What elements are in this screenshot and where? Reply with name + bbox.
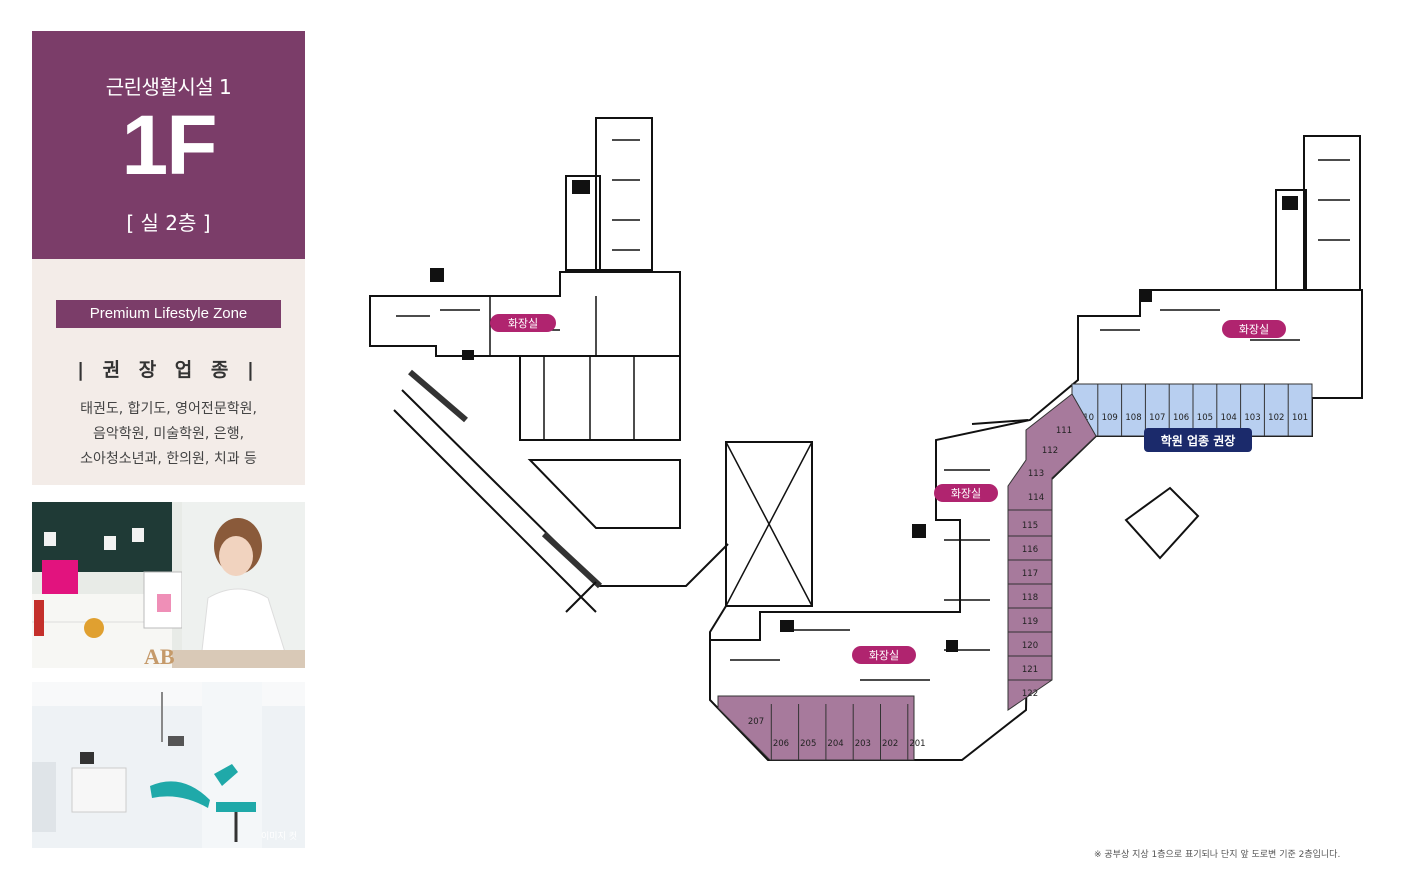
floor-header: 근린생활시설 1 1F [ 실 2층 ] bbox=[32, 31, 305, 259]
business-line: 소아청소년과, 한의원, 치과 등 bbox=[80, 451, 257, 467]
unit-number: 102 bbox=[1268, 413, 1284, 423]
academy-label: 학원 업종 권장 bbox=[1161, 433, 1236, 448]
unit-number: 204 bbox=[827, 739, 843, 749]
dental-clinic-photo: 이미지 컷 bbox=[32, 682, 305, 848]
floor-number: 1F bbox=[121, 98, 217, 192]
zone-badge: Premium Lifestyle Zone bbox=[56, 300, 281, 328]
unit-number: 120 bbox=[1022, 641, 1038, 651]
interior-walls bbox=[396, 139, 1350, 681]
facility-title: 근린생활시설 1 bbox=[105, 75, 232, 99]
dental-illustration bbox=[32, 682, 305, 848]
unit-number: 111 bbox=[1056, 426, 1072, 436]
image-caption: 이미지 컷 bbox=[261, 832, 297, 842]
unit-number: 122 bbox=[1022, 689, 1038, 699]
unit-number: 206 bbox=[773, 739, 789, 749]
restroom-label: 화장실 bbox=[1239, 323, 1269, 336]
unit-number: 117 bbox=[1022, 569, 1038, 579]
unit-number: 103 bbox=[1244, 413, 1260, 423]
restroom-label: 화장실 bbox=[869, 649, 899, 662]
unit-number: 115 bbox=[1022, 521, 1038, 531]
academy-zone-label: 학원 업종 권장 bbox=[1144, 428, 1252, 452]
unit-number: 109 bbox=[1102, 413, 1118, 423]
unit-number: 121 bbox=[1022, 665, 1038, 675]
restroom-label: 화장실 bbox=[508, 317, 538, 330]
restroom-label: 화장실 bbox=[951, 487, 981, 500]
unit-labels-diagonal: 111 112 113 114 bbox=[1028, 426, 1072, 503]
unit-number: 108 bbox=[1125, 413, 1141, 423]
unit-number: 116 bbox=[1022, 545, 1038, 555]
purple-units bbox=[717, 393, 1097, 761]
footnote: ※ 공부상 지상 1층으로 표기되나 단지 앞 도로변 기준 2층입니다. bbox=[1094, 850, 1341, 860]
recommended-business-panel: Premium Lifestyle Zone | 권 장 업 종 | 태권도, … bbox=[32, 259, 305, 485]
unit-number: 203 bbox=[855, 739, 871, 749]
unit-number: 114 bbox=[1028, 493, 1044, 503]
restroom-labels: 화장실 화장실 화장실 화장실 bbox=[490, 314, 1286, 664]
stair-blocks bbox=[430, 180, 1298, 652]
unit-number: 112 bbox=[1042, 446, 1058, 456]
unit-number: 202 bbox=[882, 739, 898, 749]
unit-number: 113 bbox=[1028, 469, 1044, 479]
unit-number: 118 bbox=[1022, 593, 1038, 603]
business-line: 태권도, 합기도, 영어전문학원, bbox=[80, 401, 257, 417]
business-list: 태권도, 합기도, 영어전문학원, 음악학원, 미술학원, 은행, 소아청소년과… bbox=[40, 397, 297, 472]
classroom-photo: AB bbox=[32, 502, 305, 668]
room-count: [ 실 2층 ] bbox=[126, 211, 211, 235]
building-outline-center bbox=[709, 441, 813, 700]
building-outline-left bbox=[369, 117, 729, 613]
unit-number: 107 bbox=[1149, 413, 1165, 423]
unit-number: 105 bbox=[1197, 413, 1213, 423]
unit-number: 207 bbox=[748, 717, 764, 727]
unit-number: 119 bbox=[1022, 617, 1038, 627]
recommended-title: | 권 장 업 종 | bbox=[77, 359, 260, 381]
unit-labels-vertical: 115 116 117 118 119 120 121 122 bbox=[1008, 521, 1052, 699]
unit-labels-bottom: 207 206 205 204 203 202 201 bbox=[748, 704, 926, 760]
unit-number: 101 bbox=[1292, 413, 1308, 423]
classroom-illustration bbox=[32, 502, 305, 668]
unit-number: 104 bbox=[1221, 413, 1237, 423]
wooden-letters: AB bbox=[144, 644, 175, 668]
unit-number: 106 bbox=[1173, 413, 1189, 423]
unit-number: 201 bbox=[909, 739, 925, 749]
business-line: 음악학원, 미술학원, 은행, bbox=[92, 426, 245, 442]
unit-number: 205 bbox=[800, 739, 816, 749]
